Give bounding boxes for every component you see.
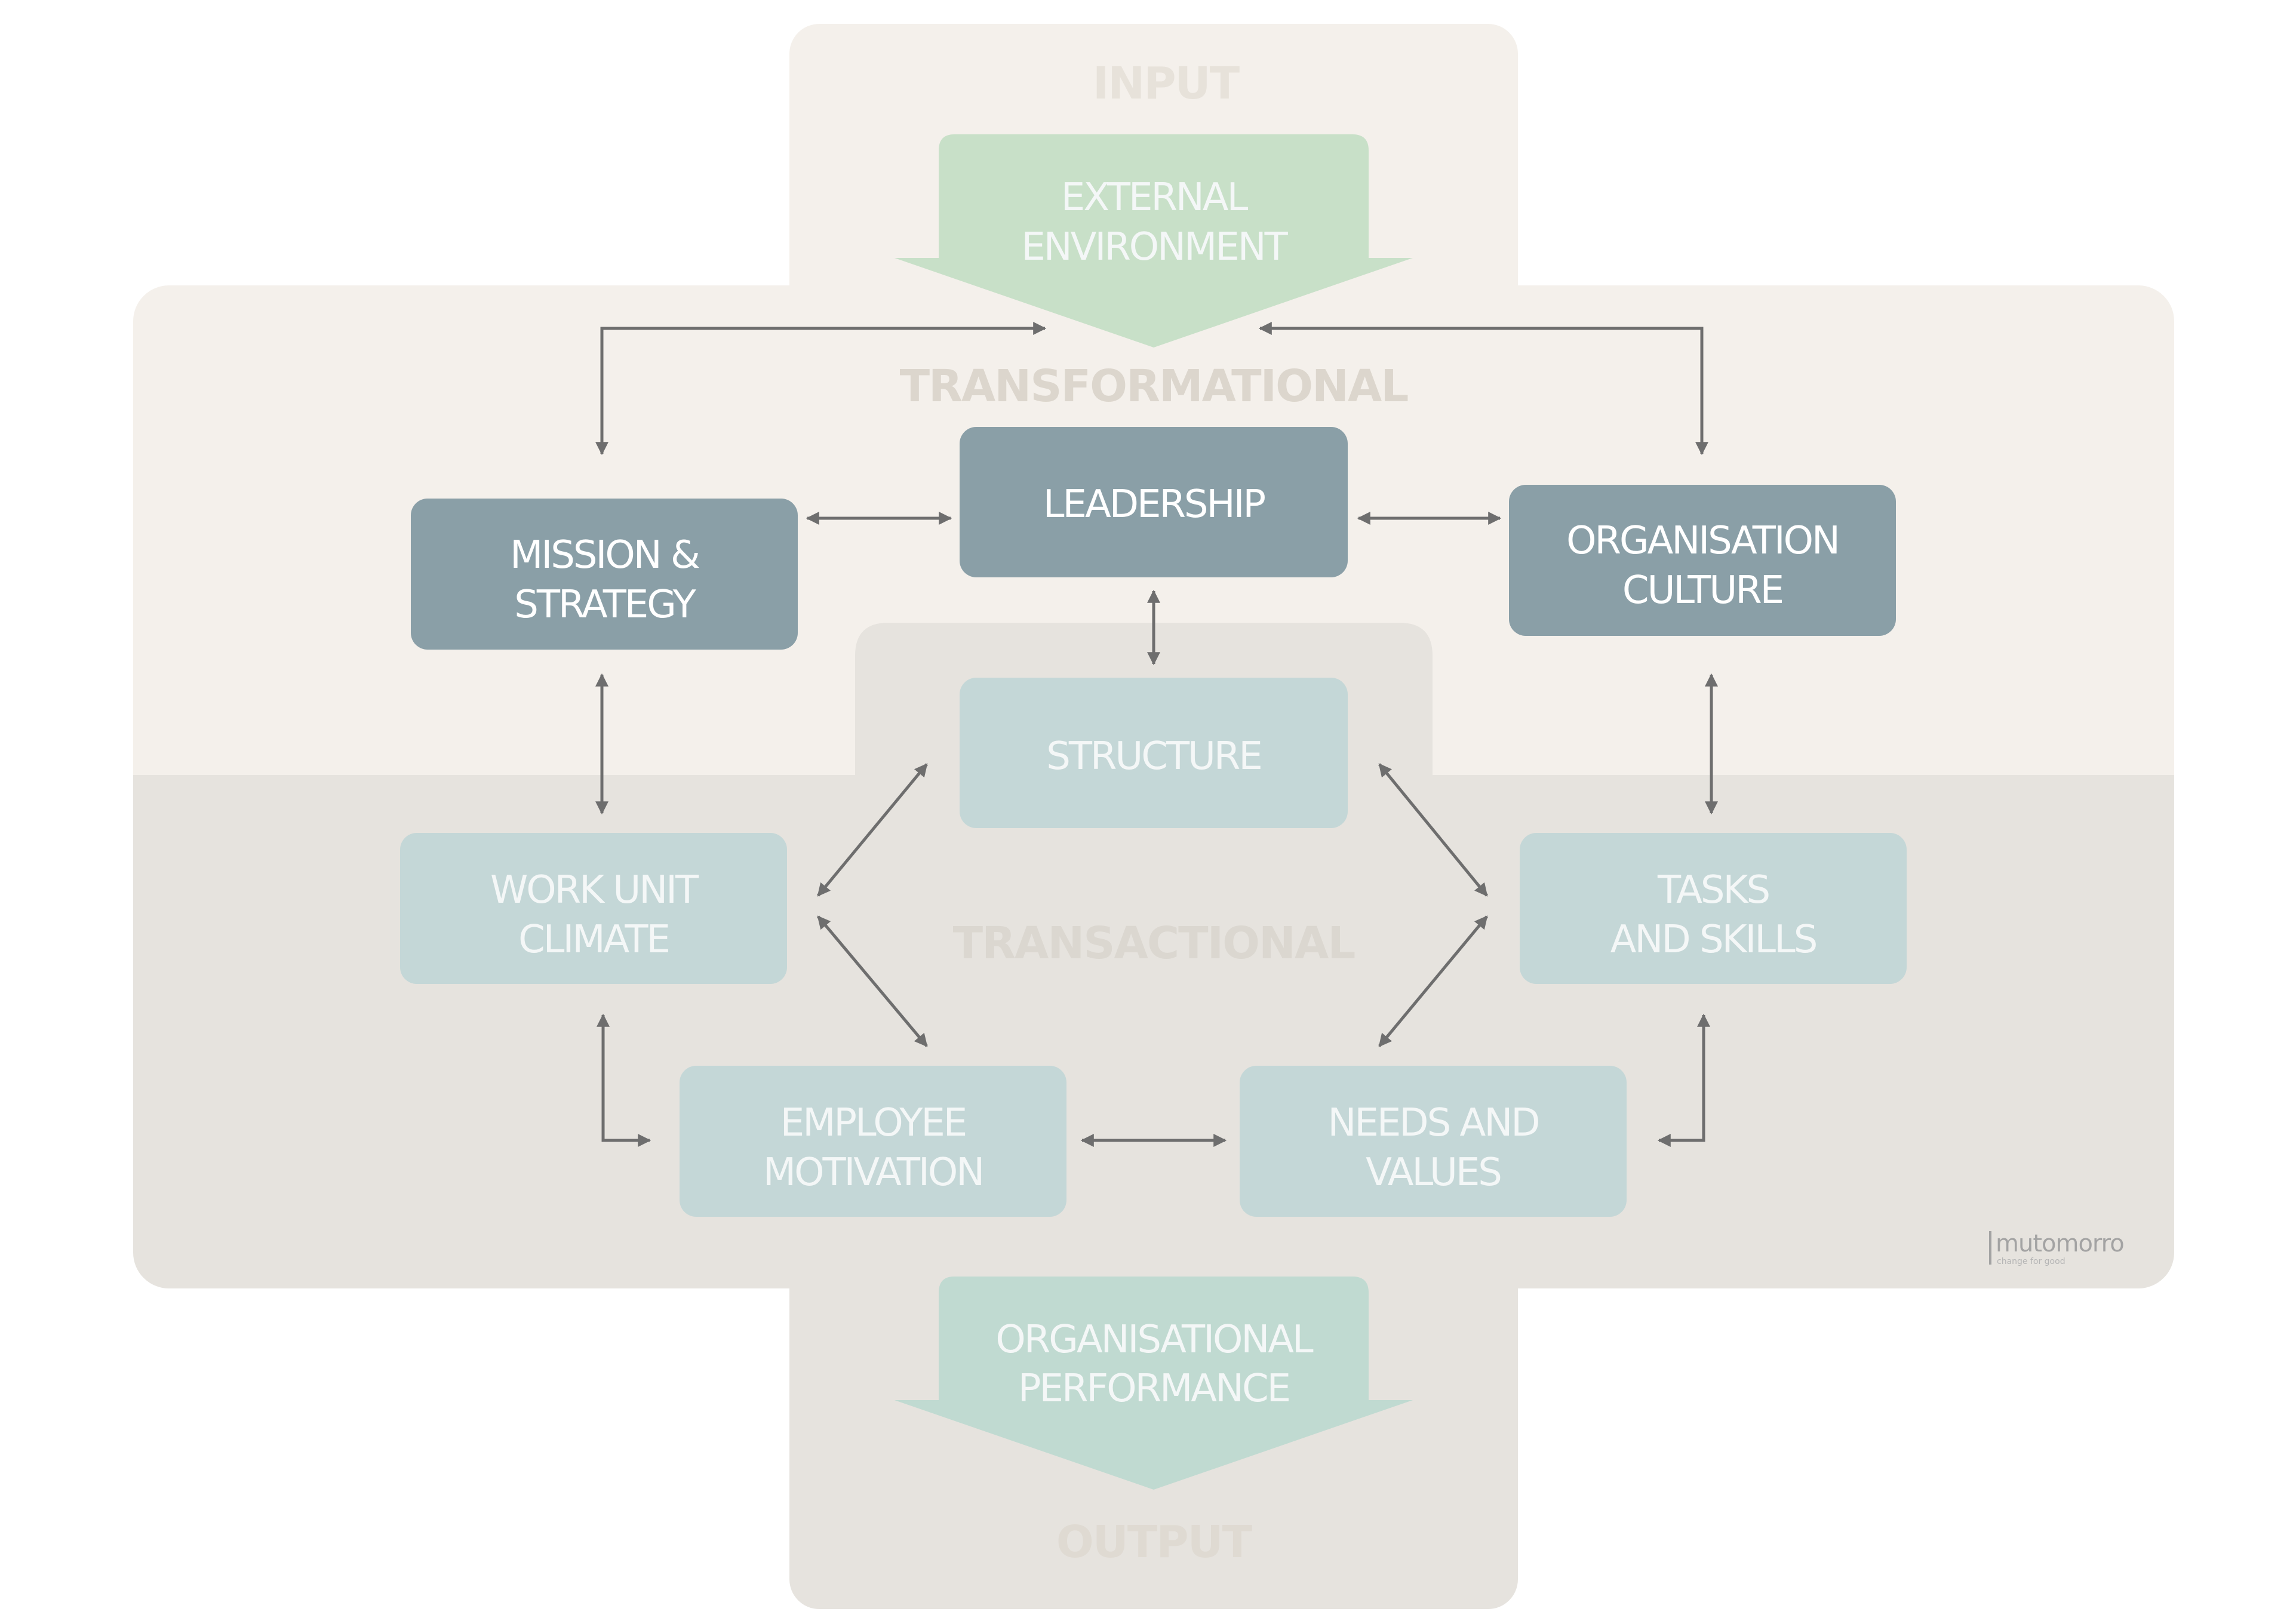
external-environment-line-1: EXTERNAL bbox=[1061, 176, 1249, 220]
external-environment-line-2: ENVIRONMENT bbox=[1021, 225, 1288, 269]
work-unit-climate-line-1: WORK UNIT bbox=[490, 868, 699, 912]
employee-motivation-line-1: EMPLOYEE bbox=[780, 1101, 966, 1145]
brand-logo: mutomorro change for good bbox=[1989, 1230, 2125, 1266]
connector-tasks-needs bbox=[1378, 915, 1488, 1047]
box-structure: STRUCTURE bbox=[960, 678, 1348, 828]
connector-structure-workunit bbox=[817, 763, 928, 897]
connector-mission-environment bbox=[595, 322, 1047, 456]
structure-label: STRUCTURE bbox=[1046, 734, 1261, 779]
box-work-unit-climate: WORK UNIT CLIMATE bbox=[400, 833, 787, 984]
needs-values-line-1: NEEDS AND bbox=[1328, 1101, 1539, 1145]
connector-culture-environment bbox=[1258, 322, 1708, 456]
box-tasks-skills: TASKS AND SKILLS bbox=[1520, 833, 1907, 984]
box-needs-values: NEEDS AND VALUES bbox=[1240, 1066, 1627, 1217]
brand-tagline: change for good bbox=[1997, 1257, 2065, 1266]
organisation-culture-line-2: CULTURE bbox=[1622, 568, 1782, 613]
connector-tasks-needs-elbow bbox=[1657, 1013, 1710, 1147]
box-organisation-culture: ORGANISATION CULTURE bbox=[1509, 485, 1896, 636]
external-environment-arrow: EXTERNAL ENVIRONMENT bbox=[895, 134, 1413, 347]
brand-name: mutomorro bbox=[1996, 1230, 2124, 1257]
organisational-performance-line-2: PERFORMANCE bbox=[1018, 1367, 1289, 1411]
mission-strategy-line-2: STRATEGY bbox=[514, 583, 696, 627]
section-transactional-label: TRANSACTIONAL bbox=[953, 918, 1355, 969]
leadership-label: LEADERSHIP bbox=[1043, 482, 1265, 527]
connector-workunit-motivation-elbow bbox=[597, 1013, 651, 1147]
organisational-performance-arrow: ORGANISATIONAL PERFORMANCE bbox=[895, 1277, 1413, 1490]
box-mission-strategy: MISSION & STRATEGY bbox=[411, 499, 798, 650]
section-input-label: INPUT bbox=[1093, 58, 1240, 109]
connector-structure-tasks bbox=[1378, 763, 1488, 897]
organisation-culture-line-1: ORGANISATION bbox=[1566, 519, 1839, 563]
tasks-skills-line-2: AND SKILLS bbox=[1610, 918, 1816, 962]
box-leadership: LEADERSHIP bbox=[960, 427, 1348, 577]
connector-workunit-motivation bbox=[817, 915, 928, 1047]
box-employee-motivation: EMPLOYEE MOTIVATION bbox=[680, 1066, 1066, 1217]
section-transformational-label: TRANSFORMATIONAL bbox=[900, 361, 1409, 412]
section-output-label: OUTPUT bbox=[1056, 1517, 1253, 1568]
employee-motivation-line-2: MOTIVATION bbox=[763, 1151, 983, 1195]
organisational-performance-line-1: ORGANISATIONAL bbox=[995, 1318, 1314, 1362]
connectors bbox=[595, 322, 1718, 1147]
tasks-skills-line-1: TASKS bbox=[1657, 868, 1769, 912]
needs-values-line-2: VALUES bbox=[1366, 1151, 1501, 1195]
mission-strategy-line-1: MISSION & bbox=[510, 533, 699, 577]
work-unit-climate-line-2: CLIMATE bbox=[518, 918, 669, 962]
